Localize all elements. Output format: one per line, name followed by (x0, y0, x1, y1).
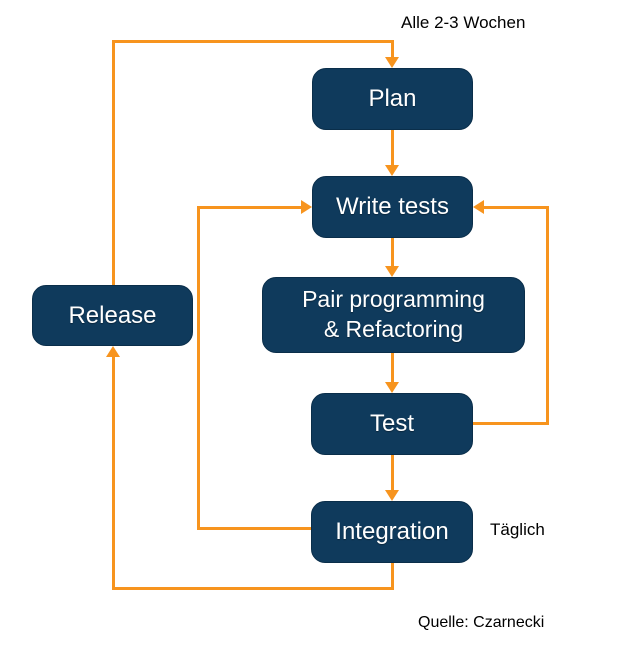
edge-daily-loop-left-segment (197, 206, 200, 530)
arrowhead-into-write-tests-top (385, 165, 399, 176)
edge-write-tests-to-pair (391, 238, 394, 267)
arrowhead-into-write-tests-left (301, 200, 312, 214)
edge-test-loop-top-segment (484, 206, 549, 209)
node-write-tests: Write tests (312, 176, 473, 238)
node-test: Test (311, 393, 473, 455)
arrowhead-into-plan (385, 57, 399, 68)
node-plan: Plan (312, 68, 473, 130)
edge-plan-to-write-tests (391, 130, 394, 166)
daily-cycle-label: Täglich (490, 520, 545, 539)
edge-test-to-integration (391, 455, 394, 491)
edge-integration-drop-segment (391, 563, 394, 590)
source-credit: Quelle: Czarnecki (418, 614, 545, 631)
arrowhead-into-release (106, 346, 120, 357)
edge-integration-to-release-left-segment (112, 356, 115, 590)
edge-integration-to-release-bottom-segment (112, 587, 394, 590)
node-test-label: Test (369, 410, 414, 438)
edge-daily-loop-bottom-segment (197, 527, 311, 530)
edge-daily-loop-top-segment (197, 206, 301, 209)
node-integration-label: Integration (335, 518, 449, 546)
edge-release-to-plan-top-segment (112, 40, 394, 43)
arrowhead-into-integration (385, 490, 399, 501)
node-pair-programming-label: Pair programming & Refactoring (302, 286, 485, 342)
edge-release-to-plan-drop-segment (391, 40, 394, 59)
node-pair-programming: Pair programming & Refactoring (262, 277, 525, 353)
edge-release-to-plan-left-segment (112, 40, 115, 285)
node-release: Release (32, 285, 193, 346)
node-integration: Integration (311, 501, 473, 563)
node-write-tests-label: Write tests (336, 193, 449, 221)
arrowhead-into-pair (385, 266, 399, 277)
node-plan-label: Plan (368, 85, 417, 113)
arrowhead-into-write-tests-right (473, 200, 484, 214)
release-cycle-label: Alle 2-3 Wochen (401, 13, 526, 32)
node-release-label: Release (68, 301, 157, 329)
edge-test-loop-bottom-segment (473, 422, 549, 425)
arrowhead-into-test (385, 382, 399, 393)
edge-pair-to-test (391, 353, 394, 383)
edge-test-loop-right-segment (546, 206, 549, 425)
